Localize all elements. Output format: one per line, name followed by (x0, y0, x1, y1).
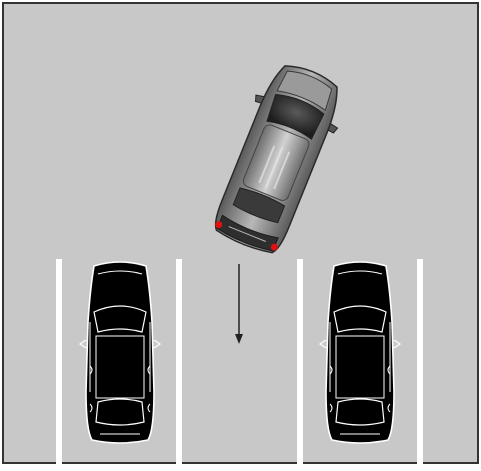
parking-line (417, 259, 423, 464)
parking-line (297, 259, 303, 464)
parking-line (56, 259, 62, 464)
parking-line (176, 259, 182, 464)
parked-car-icon (320, 262, 400, 443)
parked-car-icon (80, 262, 160, 443)
